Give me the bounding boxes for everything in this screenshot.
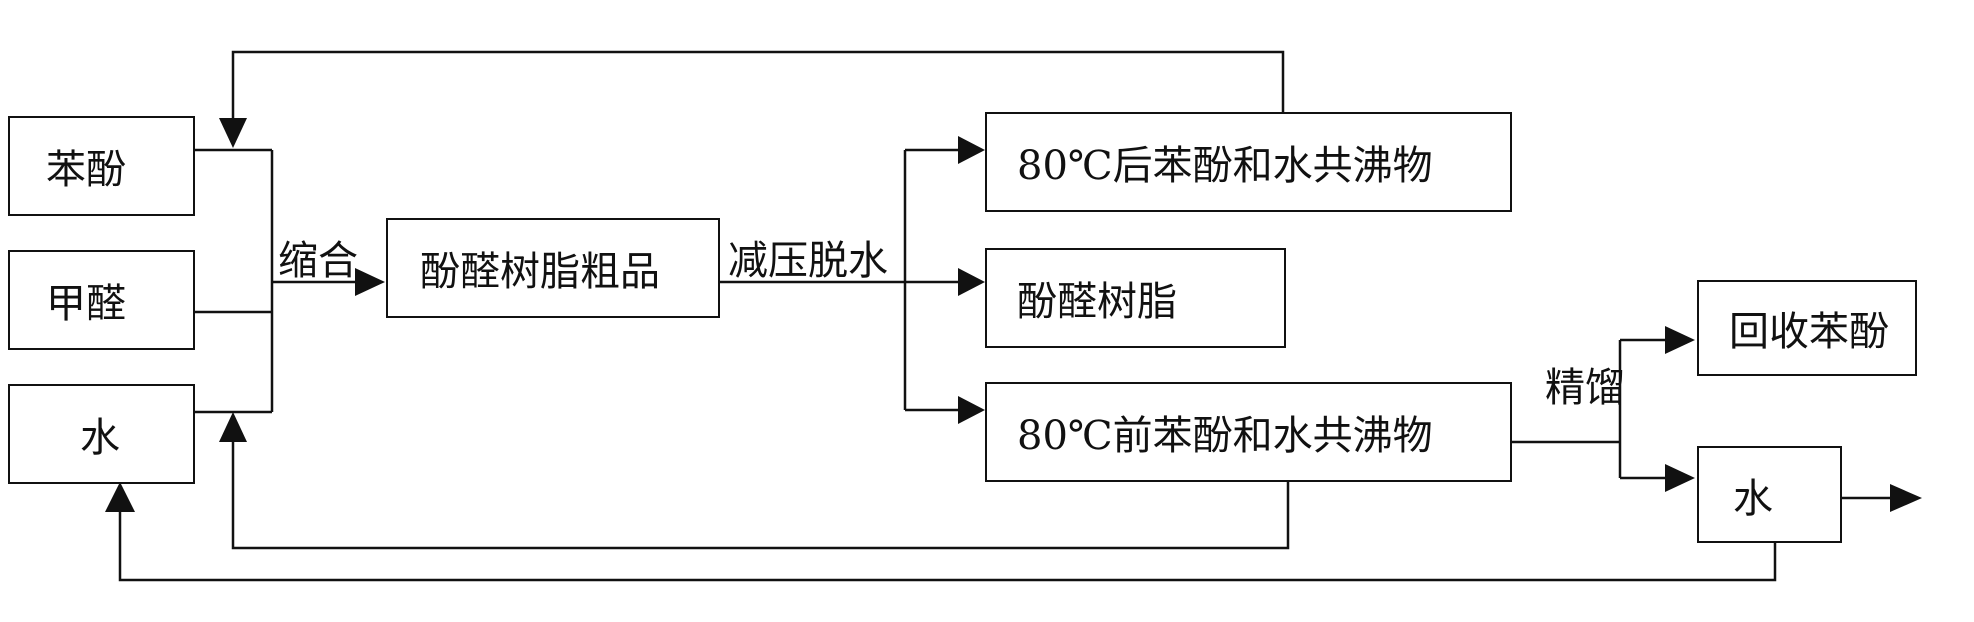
arrow-to-before80 [958,396,985,424]
water-output-box: 水 [1697,446,1842,543]
recycle-line-water-out [118,512,1777,582]
azeotrope-after-80-label: 80℃后苯酚和水共沸物 [1017,143,1433,189]
arrow-recycle-water-out [105,482,135,512]
arrow-to-after80 [958,136,985,164]
phenol-box: 苯酚 [8,116,195,216]
recovered-phenol-box: 回收苯酚 [1697,280,1917,376]
arrow-to-recovered [1665,326,1695,354]
condensation-label: 缩合 [278,238,358,284]
recovered-phenol-label: 回收苯酚 [1729,309,1889,355]
arrow-recycle-phenol [219,118,247,148]
vacuum-dehydration-label: 减压脱水 [728,238,888,284]
azeotrope-after-80-box: 80℃后苯酚和水共沸物 [985,112,1512,212]
water-output-label: 水 [1733,475,1773,522]
recycle-line-phenol [231,50,1285,120]
formaldehyde-label: 甲醛 [46,281,126,327]
crude-resin-box: 酚醛树脂粗品 [386,218,720,318]
resin-box: 酚醛树脂 [985,248,1286,348]
arrow-to-crude [355,268,385,296]
water-input-box: 水 [8,384,195,484]
arrow-to-water-out [1665,464,1695,492]
resin-label: 酚醛树脂 [1017,279,1177,325]
rectification-label: 精馏 [1545,365,1625,411]
water-input-label: 水 [80,415,120,461]
azeotrope-before-80-label: 80℃前苯酚和水共沸物 [1017,413,1433,459]
recycle-line-water [231,440,1290,550]
crude-resin-label: 酚醛树脂粗品 [420,249,660,295]
arrow-to-resin [958,268,985,296]
arrow-recycle-water [219,412,247,442]
arrow-water-discharge [1890,484,1922,512]
phenol-label: 苯酚 [46,147,126,193]
formaldehyde-box: 甲醛 [8,250,195,350]
azeotrope-before-80-box: 80℃前苯酚和水共沸物 [985,382,1512,482]
